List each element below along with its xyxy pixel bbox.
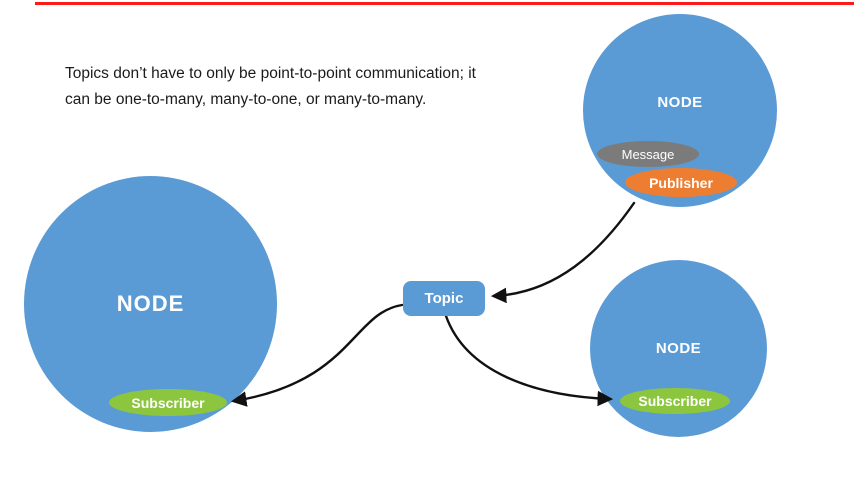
arrow-publisher-to-topic bbox=[490, 201, 636, 304]
topic-box: Topic bbox=[403, 281, 485, 316]
topic-label: Topic bbox=[424, 290, 464, 307]
caption-line-2: can be one-to-many, many-to-one, or many… bbox=[65, 91, 427, 108]
top-red-line bbox=[35, 2, 854, 5]
publisher-pill-top-right: Publisher bbox=[625, 168, 737, 197]
node-bottom-right-label: NODE bbox=[655, 340, 702, 357]
subscriber-pill-left: Subscriber bbox=[109, 389, 227, 416]
message-pill-top-right: Message bbox=[597, 141, 699, 167]
subscriber-left-label: Subscriber bbox=[131, 394, 205, 411]
caption-text: Topics don’t have to only be point-to-po… bbox=[65, 61, 476, 113]
message-label: Message bbox=[621, 146, 675, 162]
node-top-right-label: NODE bbox=[657, 94, 703, 111]
arrow-topic-to-bottom-right-subscriber bbox=[444, 314, 614, 407]
node-left-label: NODE bbox=[116, 291, 185, 316]
publisher-label: Publisher bbox=[649, 174, 713, 191]
subscriber-bottom-right-label: Subscriber bbox=[638, 393, 712, 409]
caption-line-1: Topics don’t have to only be point-to-po… bbox=[65, 65, 476, 82]
subscriber-pill-bottom-right: Subscriber bbox=[620, 388, 730, 414]
